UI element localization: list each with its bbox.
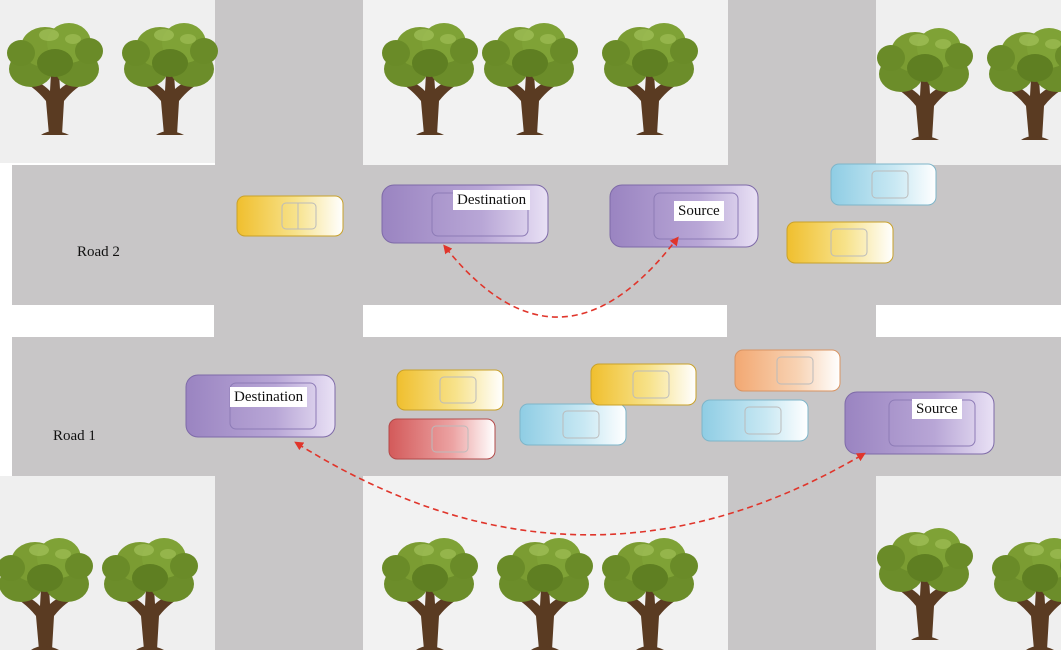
dashed-arrow-icon: [294, 441, 866, 536]
car-icon: [396, 369, 504, 411]
car-icon: [590, 363, 697, 406]
median-island-1: [12, 305, 214, 337]
road-1-label: Road 1: [53, 428, 96, 444]
car-icon: [236, 195, 344, 237]
car-icon: [786, 221, 894, 264]
road-1-destination-label: Destination: [230, 387, 308, 407]
road-2-label: Road 2: [77, 244, 120, 260]
car-icon: [519, 403, 627, 446]
car-icon: [830, 163, 937, 206]
median-island-2: [363, 305, 727, 337]
dashed-arrow-icon: [443, 236, 679, 318]
road-2-source-label: Source: [674, 201, 724, 221]
median-island-3: [876, 305, 1061, 337]
car-icon: [734, 349, 841, 392]
car-icon: [701, 399, 809, 442]
road-1-source-label: Source: [912, 399, 962, 419]
car-icon: [388, 418, 496, 460]
road-2-destination-label: Destination: [453, 190, 531, 210]
